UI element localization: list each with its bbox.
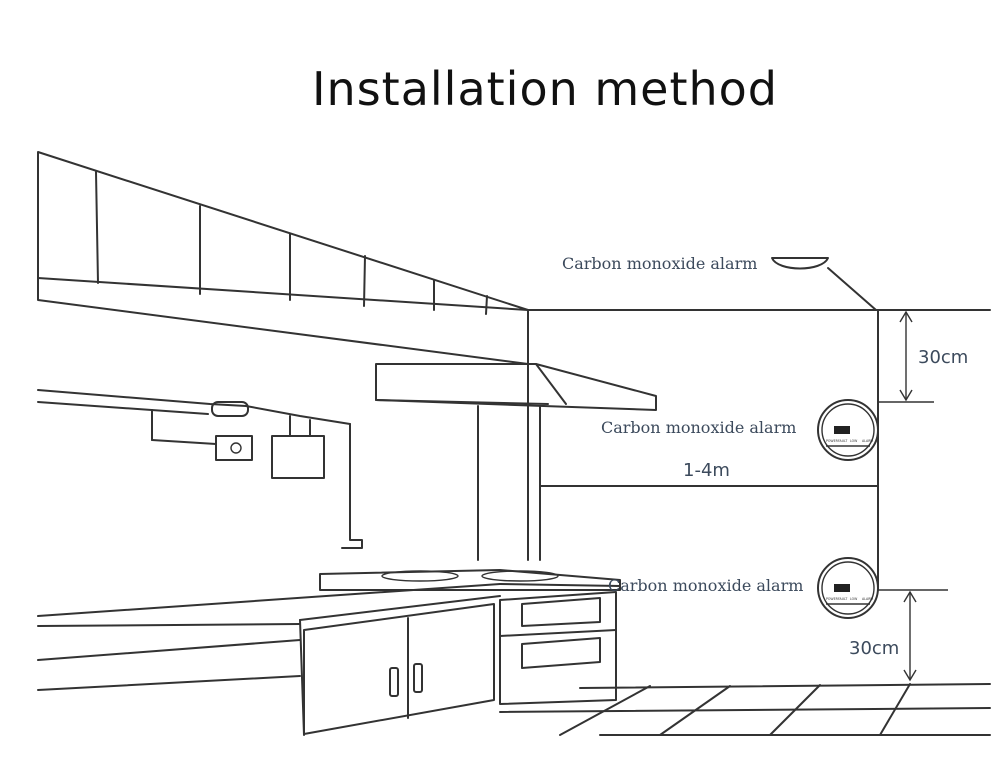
floor	[499, 683, 991, 736]
bottom-alarm-label: Carbon monoxide alarm	[608, 576, 804, 595]
indicator-label-low: LOW	[850, 439, 858, 443]
indicator-label-low: LOW	[850, 597, 858, 601]
middle-alarm-label: Carbon monoxide alarm	[601, 418, 797, 437]
ceiling-alarm-device	[771, 257, 877, 311]
lower-cabinets	[303, 591, 617, 735]
upper-cabinets	[37, 151, 529, 365]
page-title: Installation method	[311, 62, 779, 116]
top-gap-dimension: 30cm	[918, 347, 969, 368]
range-hood	[375, 363, 657, 561]
indicator-label-fault: FAULT	[838, 597, 847, 601]
width-range-dimension: 1-4m	[683, 460, 730, 481]
bottom-gap-dimension: 30cm	[849, 638, 900, 659]
top-dimension-marker	[878, 310, 934, 403]
bottom-dimension-marker	[878, 589, 948, 682]
walls	[527, 309, 991, 591]
indicator-label-fault: FAULT	[838, 439, 847, 443]
indicator-label-power: POWER	[826, 597, 839, 601]
ceiling-alarm-label: Carbon monoxide alarm	[562, 254, 758, 273]
counter	[37, 569, 621, 736]
gas-pipe	[37, 389, 363, 549]
indicator-label-alarm: ALARM	[862, 439, 873, 443]
indicator-label-power: POWER	[826, 439, 839, 443]
cabinet-outline	[37, 151, 529, 365]
indicator-label-alarm: ALARM	[862, 597, 873, 601]
